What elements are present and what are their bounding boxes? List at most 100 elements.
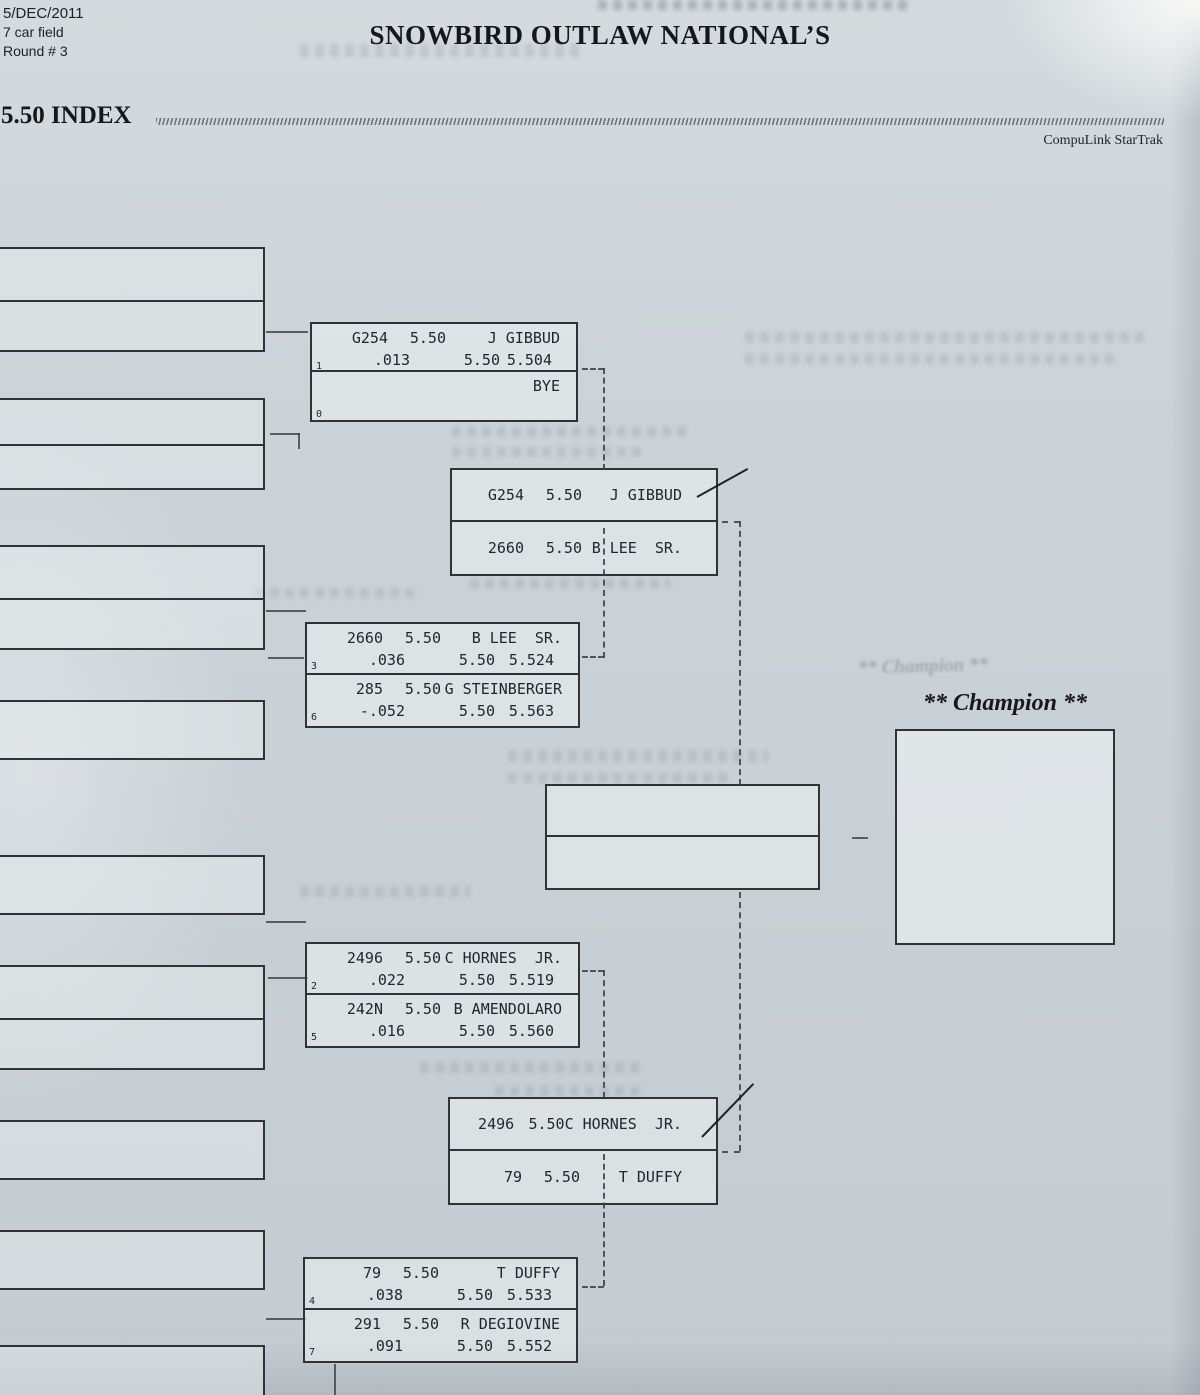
champion-label: ** Champion ** xyxy=(922,690,1088,716)
dial-in: 5.50 xyxy=(458,1022,495,1040)
match-slot-winner: 2496 5.50 C HORNES JR. 2 .022 5.50 5.519 xyxy=(307,944,578,995)
dial-in: 5.50 xyxy=(458,702,495,720)
bleedthrough-strip xyxy=(598,0,910,10)
connector-tick xyxy=(266,331,308,333)
connector-tick xyxy=(298,433,300,449)
dial-in: 5.50 xyxy=(404,949,441,967)
match-slot: 79 5.50 T DUFFY xyxy=(450,1151,716,1203)
driver-name: T DUFFY xyxy=(496,1264,560,1282)
match-slot: 291 5.50 R DEGIOVINE 7 .091 5.50 5.552 xyxy=(305,1310,576,1361)
bleedthrough-strip xyxy=(470,578,670,589)
dial-in xyxy=(410,397,500,420)
driver-name: G STEINBERGER xyxy=(444,680,562,698)
elapsed-time: 5.552 xyxy=(506,1337,552,1355)
connector-dashed xyxy=(582,970,604,972)
bleedthrough-strip xyxy=(495,1086,645,1096)
connector-dashed xyxy=(603,970,605,1098)
elapsed-time xyxy=(500,397,566,420)
car-number: G254 xyxy=(351,329,388,347)
ladder-position: 5 xyxy=(311,1032,318,1043)
dial-in: 5.50 xyxy=(458,651,495,669)
connector-dashed xyxy=(582,656,604,658)
match-slot: 2496 5.50 C HORNES JR. xyxy=(450,1099,716,1151)
connector-tick xyxy=(266,921,306,923)
dial-in: 5.50 xyxy=(404,680,441,698)
first-round-slot-7 xyxy=(0,1120,265,1180)
bleedthrough-strip xyxy=(745,332,1145,343)
first-round-slot-1 xyxy=(0,247,265,352)
reaction-time: .091 xyxy=(366,1337,403,1355)
driver-name: C HORNES JR. xyxy=(444,949,562,967)
match-slot-winner: 79 5.50 T DUFFY 4 .038 5.50 5.533 xyxy=(305,1259,576,1310)
first-round-slot-2 xyxy=(0,398,265,490)
connector-tick xyxy=(270,433,300,435)
first-round-slot-8 xyxy=(0,1230,265,1290)
connector-dashed xyxy=(739,892,741,1151)
final-slot-top xyxy=(547,786,818,837)
ladder-position: 3 xyxy=(311,661,318,672)
dial-in: 5.50 xyxy=(545,539,582,557)
connector-dashed xyxy=(722,521,740,523)
match-slot-winner: G254 5.50 J GIBBUD 1 .013 5.50 5.504 xyxy=(312,324,576,372)
match-box-r3-1: G254 5.50 J GIBBUD 2660 5.50 B LEE SR. xyxy=(450,468,718,576)
reaction-time: .013 xyxy=(373,351,410,369)
first-round-slot-3 xyxy=(0,545,265,650)
dial-in: 5.50 xyxy=(463,351,500,369)
connector-dashed xyxy=(603,368,605,470)
dial-in: 5.50 xyxy=(543,1168,580,1186)
final-to-champion-connector xyxy=(852,837,868,839)
match-slot: G254 5.50 J GIBBUD xyxy=(452,470,716,522)
car-number: 285 xyxy=(355,680,383,698)
ladder-position: 7 xyxy=(309,1347,316,1358)
match-slot-bye: BYE 0 xyxy=(312,372,576,420)
ladder-position: 6 xyxy=(311,712,318,723)
ladder-position: 2 xyxy=(311,981,318,992)
decorative-divider-line xyxy=(156,118,1164,125)
connector-tick xyxy=(266,610,306,612)
driver-name: B LEE SR. xyxy=(471,629,562,647)
dial-in: 5.50 xyxy=(456,1286,493,1304)
first-round-slot-9 xyxy=(0,1345,265,1395)
bleedthrough-strip xyxy=(255,588,415,598)
connector-dashed xyxy=(722,1151,740,1153)
match-slot: 2660 5.50 B LEE SR. xyxy=(452,522,716,574)
reaction-time: .036 xyxy=(368,651,405,669)
class-heading: 5.50 INDEX xyxy=(1,102,132,129)
final-box xyxy=(545,784,820,890)
connector-tick xyxy=(334,1364,336,1395)
reaction-time: .016 xyxy=(368,1022,405,1040)
first-round-slot-6 xyxy=(0,965,265,1070)
elapsed-time: 5.504 xyxy=(506,351,552,369)
reaction-time: .038 xyxy=(366,1286,403,1304)
car-number xyxy=(328,376,388,397)
dial-in: 5.50 xyxy=(404,629,441,647)
bleedthrough-strip xyxy=(452,426,692,437)
match-slot: 285 5.50 G STEINBERGER 6 -.052 5.50 5.56… xyxy=(307,675,578,726)
connector-dashed xyxy=(582,1286,604,1288)
driver-name: J GIBBUD xyxy=(487,329,560,347)
dial-in: 5.50 xyxy=(409,329,446,347)
driver-name: B AMENDOLARO xyxy=(453,1000,562,1018)
bleedthrough-strip xyxy=(745,354,1115,364)
dial-in: 5.50 xyxy=(458,971,495,989)
bleedthrough-strip xyxy=(452,447,647,457)
event-title: SNOWBIRD OUTLAW NATIONAL’S xyxy=(369,20,831,50)
bleedthrough-strip xyxy=(420,1062,640,1073)
ladder-position: 4 xyxy=(309,1296,316,1307)
slot-divider xyxy=(0,1017,263,1020)
bleedthrough-strip xyxy=(508,750,768,762)
driver-name: J GIBBUD xyxy=(609,486,682,504)
field-size: 7 car field xyxy=(3,24,64,40)
final-slot-bottom xyxy=(547,837,818,888)
dial-in xyxy=(388,376,446,397)
match-box-r2-2: 2660 5.50 B LEE SR. 3 .036 5.50 5.524 28… xyxy=(305,622,580,728)
round-number: Round # 3 xyxy=(3,43,68,59)
driver-name: R DEGIOVINE xyxy=(460,1315,560,1333)
elapsed-time: 5.519 xyxy=(508,971,554,989)
driver-name: T DUFFY xyxy=(618,1168,682,1186)
dial-in: 5.50 xyxy=(545,486,582,504)
slot-divider xyxy=(0,597,263,600)
ladder-position: 1 xyxy=(316,361,323,372)
connector-dashed xyxy=(603,528,605,658)
dial-in: 5.50 xyxy=(404,1000,441,1018)
